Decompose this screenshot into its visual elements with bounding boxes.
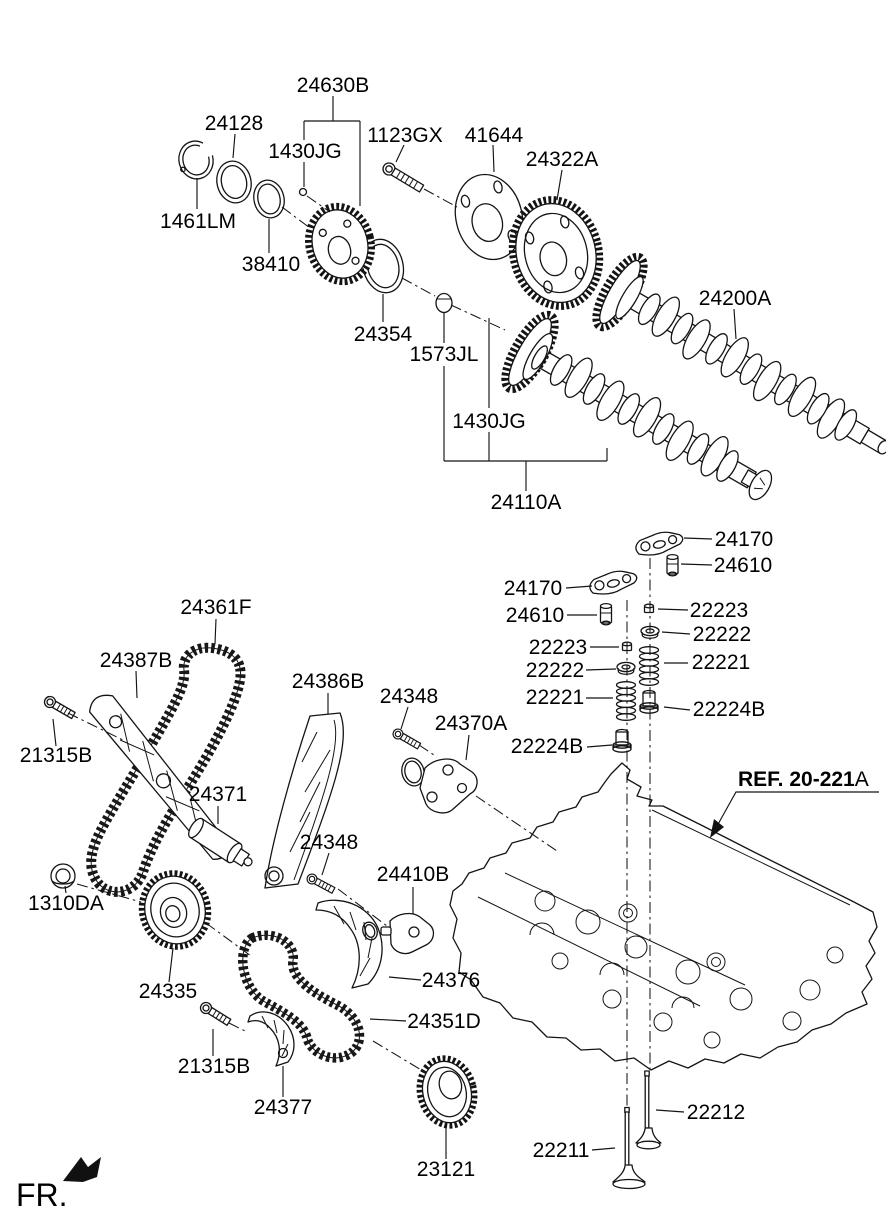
part-label-22224b-left: 22224B <box>511 735 583 758</box>
bolt-1123gx <box>382 162 425 193</box>
spring-retainer-22222-left <box>616 661 636 675</box>
tensioner-arm-24376 <box>315 899 383 989</box>
cylinder-head-outline <box>449 762 878 1071</box>
valve-spring-22221-left <box>615 681 637 721</box>
part-label-22224b-right: 22224B <box>693 698 765 721</box>
spring-seat-22223-right <box>643 603 655 614</box>
part-label-24110a: 24110A <box>491 491 562 514</box>
tensioner-piston-24371 <box>188 817 253 867</box>
chain-tensioner-24410b <box>362 912 435 955</box>
part-label-24377: 24377 <box>254 1096 312 1119</box>
part-label-24387b: 24387B <box>100 649 172 672</box>
ring-38410 <box>253 179 285 219</box>
part-label-24170-left: 24170 <box>504 577 562 600</box>
part-label-22221-right: 22221 <box>692 651 750 674</box>
cam-sprocket-24322a <box>508 196 604 310</box>
part-label-1123gx: 1123GX <box>367 124 443 147</box>
valve-spring-22221-right <box>638 646 660 686</box>
part-label-1310da: 1310DA <box>28 892 104 915</box>
part-label-24335: 24335 <box>139 980 197 1003</box>
part-label-21315b-top: 21315B <box>20 744 92 767</box>
part-label-21315b-low: 21315B <box>178 1055 250 1078</box>
part-label-23121: 23121 <box>417 1158 475 1181</box>
double-sprocket-24335 <box>138 870 212 950</box>
target-wheel-41644 <box>454 173 524 261</box>
part-label-1430jg-mid: 1430JG <box>452 410 526 433</box>
key-1573jl <box>435 292 453 314</box>
ref-callout-pointer <box>710 791 879 838</box>
lash-adjuster-24610-left <box>599 602 613 626</box>
part-label-22223-left: 22223 <box>529 636 587 659</box>
stem-seal-22224b-left <box>612 728 632 753</box>
bolt-21315b-top <box>41 693 77 721</box>
stem-seal-22224b-right <box>639 689 659 714</box>
part-label-24361f: 24361F <box>180 596 251 619</box>
part-label-24200a: 24200A <box>699 287 771 310</box>
chain-guide-24386b <box>264 712 344 889</box>
leader-lines <box>52 96 737 1159</box>
part-label-24610-left: 24610 <box>506 604 564 627</box>
flange-nut-1310da <box>50 863 76 889</box>
part-label-1573jl: 1573JL <box>410 343 479 366</box>
part-label-24376: 24376 <box>422 969 480 992</box>
chain-guide-24377 <box>247 1011 295 1067</box>
intake-valve-22211 <box>612 1106 646 1190</box>
exhaust-valve-22212 <box>635 1070 662 1150</box>
part-label-24370a: 24370A <box>435 712 507 735</box>
fr-arrow-icon <box>63 1157 101 1182</box>
bolt-24348-low <box>304 871 337 896</box>
part-label-22211: 22211 <box>533 1139 590 1162</box>
rocker-arm-24170-left <box>586 566 640 599</box>
part-label-24630b: 24630B <box>297 74 369 97</box>
part-label-24351d: 24351D <box>407 1010 481 1033</box>
part-label-24354: 24354 <box>354 323 413 346</box>
camshaft-exhaust-24200a <box>592 252 886 455</box>
part-label-24348-top: 24348 <box>380 685 438 708</box>
lash-adjuster-24610-right <box>666 553 679 577</box>
part-label-24610-right: 24610 <box>714 554 772 577</box>
part-label-24128: 24128 <box>205 112 263 135</box>
rocker-arm-24170-right <box>632 527 686 560</box>
part-label-24348-low: 24348 <box>300 831 358 854</box>
bolt-24348-top <box>390 726 423 752</box>
o-ring-24128 <box>216 160 252 204</box>
part-label-38410: 38410 <box>242 253 300 276</box>
cvvt-sprocket-24630b <box>305 202 375 286</box>
part-label-41644: 41644 <box>465 124 524 147</box>
chain-tensioner-24370a <box>401 757 478 814</box>
part-labels: 24630B 24128 1430JG 1123GX 41644 24322A … <box>16 74 869 1211</box>
part-label-24322a: 24322A <box>526 148 598 171</box>
snap-ring-1461lm <box>178 140 214 180</box>
fr-direction-label: FR. <box>16 1177 68 1211</box>
ref-callout: REF. 20-221A <box>738 768 869 791</box>
crank-sprocket-23121 <box>416 1055 478 1129</box>
snap-ring-24354 <box>361 238 405 294</box>
part-label-22222-left: 22222 <box>526 659 584 682</box>
part-label-24386b: 24386B <box>292 670 364 693</box>
part-label-22221-left: 22221 <box>526 686 584 709</box>
part-label-24410b: 24410B <box>377 863 449 886</box>
part-label-1461lm: 1461LM <box>160 210 236 233</box>
assembly-axis-lines <box>67 188 651 1106</box>
part-label-22212: 22212 <box>687 1101 745 1124</box>
part-label-1430jg-top: 1430JG <box>268 140 342 163</box>
part-label-24170-right: 24170 <box>715 528 773 551</box>
oil-pump-chain-24351d <box>238 930 365 1063</box>
bolt-21315b-low <box>197 999 233 1028</box>
camshaft-intake-24110a <box>501 310 773 501</box>
part-label-22222-right: 22222 <box>693 623 751 646</box>
part-label-22223-right: 22223 <box>690 599 748 622</box>
pin-1430jg-top <box>298 187 308 197</box>
part-label-24371: 24371 <box>189 783 247 806</box>
